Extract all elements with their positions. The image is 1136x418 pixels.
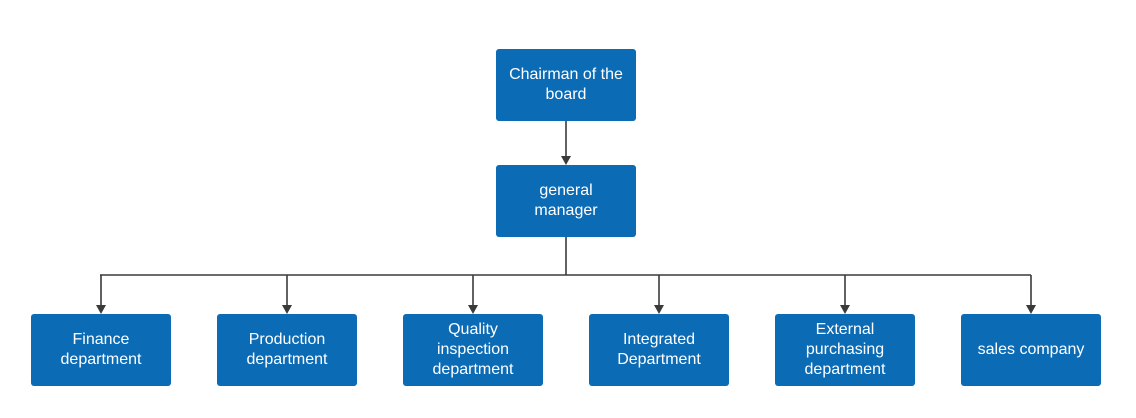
node-label: Quality inspection department	[432, 321, 514, 378]
node-chairman: Chairman of the board	[496, 49, 636, 121]
node-label: general manager	[534, 182, 598, 219]
node-label: External purchasing department	[804, 321, 886, 378]
node-external-purchasing-department: External purchasing department	[775, 314, 915, 386]
arrowhead-sales	[1026, 305, 1036, 314]
node-production-department: Production department	[217, 314, 357, 386]
node-label: Production department	[246, 331, 328, 368]
arrowhead-purchasing	[840, 305, 850, 314]
node-sales-company: sales company	[961, 314, 1101, 386]
arrowhead-finance	[96, 305, 106, 314]
arrowhead-quality	[468, 305, 478, 314]
node-quality-inspection-department: Quality inspection department	[403, 314, 543, 386]
node-label: sales company	[977, 341, 1085, 358]
node-label: Chairman of the board	[509, 66, 623, 103]
node-integrated-department: Integrated Department	[589, 314, 729, 386]
arrowhead-manager	[561, 156, 571, 165]
arrowhead-production	[282, 305, 292, 314]
arrowhead-integrated	[654, 305, 664, 314]
node-label: Finance department	[60, 331, 142, 368]
node-general-manager: general manager	[496, 165, 636, 237]
node-label: Integrated Department	[617, 331, 701, 368]
node-finance-department: Finance department	[31, 314, 171, 386]
